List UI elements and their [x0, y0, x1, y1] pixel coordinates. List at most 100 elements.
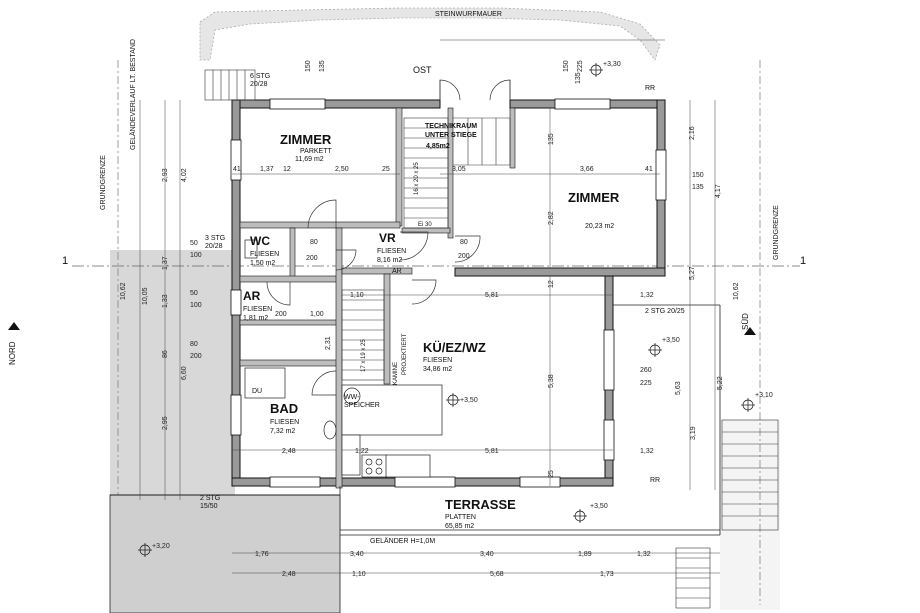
- room-terrasse-name: TERRASSE: [445, 497, 516, 512]
- dim-581a: 5,81: [485, 292, 499, 299]
- section-mark-left: 1: [62, 255, 68, 267]
- kitchen-fixtures: [341, 384, 443, 478]
- dim-132a: 1,32: [640, 292, 654, 299]
- dim-260: 260: [640, 367, 652, 374]
- dim-135-right: 135: [692, 184, 704, 191]
- dim-135c: 135: [548, 133, 555, 145]
- north-arrow-icon: [8, 322, 20, 330]
- room-zimmer1-name: ZIMMER: [280, 132, 332, 147]
- label-stg-bottom-b: 15/50: [200, 503, 218, 510]
- dim-100b: 100: [190, 302, 202, 309]
- level-kitchen: +3,50: [460, 397, 478, 404]
- label-ww: WW-: [344, 394, 360, 401]
- dim-248b: 2,48: [282, 571, 296, 578]
- exterior-stairs-top: [204, 69, 256, 101]
- room-technik-name1: TECHNIKRAUM: [425, 123, 477, 130]
- dim-305: 3,05: [452, 166, 466, 173]
- exterior-stairs-bottom: [675, 547, 711, 609]
- label-stg-mid-b: 20/28: [205, 243, 223, 250]
- label-stg-right: 2 STG 20/25: [645, 308, 685, 315]
- room-technik-area: 4,85m2: [426, 143, 450, 150]
- dim-80a: 80: [190, 341, 198, 348]
- dim-250: 2,50: [335, 166, 349, 173]
- dim-25a: 25: [382, 166, 390, 173]
- label-gelaender: GELÄNDER H=1,0M: [370, 537, 435, 545]
- dim-top-135b: 135: [575, 72, 582, 84]
- label-stair-upper: 16 x 20 x 25: [414, 162, 420, 195]
- label-grundgrenze-right: GRUNDGRENZE: [773, 205, 780, 260]
- label-kamine: KAMINE: [393, 362, 399, 385]
- dim-216: 2,16: [689, 126, 696, 140]
- label-sued: SÜD: [741, 313, 750, 330]
- dim-581b: 5,81: [485, 448, 499, 455]
- dim-122: 1,22: [355, 448, 369, 455]
- dim-340a: 3,40: [350, 551, 364, 558]
- dim-200b: 200: [306, 255, 318, 262]
- dim-137-left: 1,37: [162, 256, 169, 270]
- dim-231: 2,31: [325, 336, 332, 350]
- dim-12a: 12: [283, 166, 291, 173]
- room-technik-name2: UNTER STIEGE: [425, 132, 477, 139]
- section-mark-right: 1: [800, 255, 806, 267]
- level-top: +3,30: [603, 61, 621, 68]
- label-nord: NORD: [8, 341, 17, 365]
- label-du: DU: [252, 388, 262, 395]
- dim-295: 2,95: [162, 416, 169, 430]
- south-arrow-icon: [744, 327, 756, 335]
- dim-417: 4,17: [715, 184, 722, 198]
- dim-173: 1,73: [600, 571, 614, 578]
- room-kuche-name: KÜ/EZ/WZ: [423, 340, 486, 355]
- dim-1062-left: 10,62: [120, 282, 127, 300]
- label-ei30: Ei 30: [418, 222, 432, 228]
- bath-fixtures: [244, 239, 337, 440]
- room-wc-area: 1,50 m2: [250, 260, 275, 267]
- dim-319: 3,19: [690, 426, 697, 440]
- room-zimmer1-area: 11,69 m2: [295, 156, 324, 163]
- dim-top-150: 150: [305, 60, 312, 72]
- dim-top-135: 135: [319, 60, 326, 72]
- label-grundgrenze-left: GRUNDGRENZE: [100, 155, 107, 210]
- dim-80c: 80: [460, 239, 468, 246]
- label-gelaende: GELÄNDEVERLAUF LT. BESTAND: [129, 39, 137, 150]
- dim-41a: 41: [233, 166, 241, 173]
- dim-1062-right: 10,62: [733, 282, 740, 300]
- level-stairs: +3,10: [755, 392, 773, 399]
- label-stg-top-b: 20/28: [250, 81, 268, 88]
- dim-568: 5,68: [490, 571, 504, 578]
- room-vr-area: 8,16 m2: [377, 257, 402, 264]
- door-swings: [266, 79, 511, 396]
- room-vr-name: VR: [379, 231, 396, 245]
- dim-133: 1,33: [162, 294, 169, 308]
- room-vr-floor: FLIESEN: [377, 248, 406, 255]
- dim-563: 5,63: [675, 381, 682, 395]
- level-garden: +3,20: [152, 543, 170, 550]
- room-kuche-floor: FLIESEN: [423, 357, 452, 364]
- dim-12b: 12: [548, 280, 555, 288]
- room-zimmer2-area: 20,23 m2: [585, 223, 614, 230]
- dim-110b: 1,10: [352, 571, 366, 578]
- dim-100c: 1,00: [310, 311, 324, 318]
- level-terrace: +3,50: [590, 503, 608, 510]
- dim-41b: 41: [645, 166, 653, 173]
- dim-527: 5,27: [689, 266, 696, 280]
- room-zimmer2-name: ZIMMER: [568, 190, 620, 205]
- dim-660: 6,60: [181, 366, 188, 380]
- dim-176: 1,76: [255, 551, 269, 558]
- stairs-lower: [341, 289, 385, 381]
- room-ar-floor: FLIESEN: [243, 306, 272, 313]
- dim-1005: 10,05: [142, 287, 149, 305]
- dim-200a: 200: [190, 353, 202, 360]
- stone-wall: [199, 7, 661, 61]
- windows: [230, 98, 667, 488]
- room-ar-area: 1,81 m2: [243, 315, 268, 322]
- dim-200d: 200: [458, 253, 470, 260]
- dim-top-225: 225: [577, 60, 584, 72]
- dim-132c: 1,32: [637, 551, 651, 558]
- dim-80b: 80: [310, 239, 318, 246]
- level-right: +3,50: [662, 337, 680, 344]
- room-zimmer1-floor: PARKETT: [300, 148, 332, 155]
- dim-137: 1,37: [260, 166, 274, 173]
- room-wc-floor: FLIESEN: [250, 251, 279, 258]
- label-stg-mid: 3 STG: [205, 235, 225, 242]
